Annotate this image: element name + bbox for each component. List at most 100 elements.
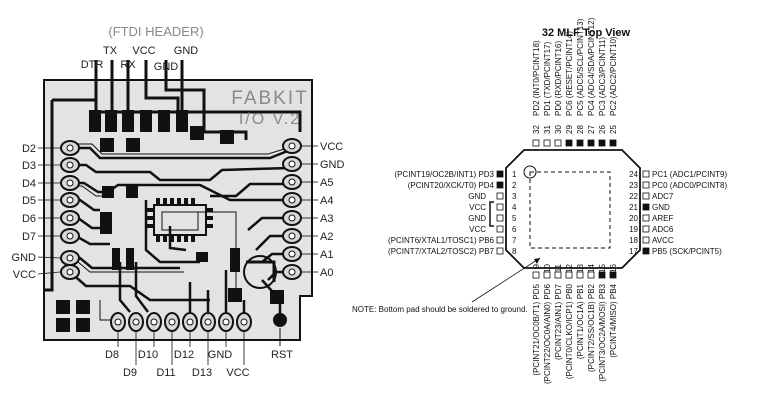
pad-hole	[288, 142, 296, 150]
chip-pin-pad	[642, 203, 650, 211]
pad-hole	[288, 232, 296, 240]
chip-pin-name: PC2 (ADC2/PCINT10)	[609, 36, 618, 116]
chip-pin-name: PC4 (ADC4/SDA/PCINT12)	[587, 17, 596, 116]
chip-pin-name: (PCINT3/OC2A/MOSI) PB3	[598, 283, 607, 381]
chip-pin-name: PD1 (TXD/PCINT17)	[543, 41, 552, 116]
bottom-pin-label: D9	[123, 367, 137, 379]
ftdi-label: TX	[103, 45, 118, 57]
bottom-pin-label: GND	[208, 349, 233, 361]
chip-pin-number: 10	[543, 263, 552, 272]
bottom-pin-label: D13	[192, 367, 212, 379]
chip-pin-pad	[587, 139, 595, 147]
chip-pin-pad	[565, 271, 573, 279]
chip-pin-number: 13	[576, 263, 585, 272]
chip-pin-name: AVCC	[652, 236, 674, 245]
chip-pin-number: 32	[532, 125, 541, 134]
chip-pin-number: 9	[532, 263, 541, 268]
chip-pin-pad	[496, 203, 504, 211]
chip-pin-pad	[543, 139, 551, 147]
pad-hole	[240, 318, 248, 326]
chip-pin-pad	[543, 271, 551, 279]
bottom-pin-label: D11	[156, 367, 175, 379]
right-header-pads	[282, 138, 302, 280]
pad-hole	[288, 214, 296, 222]
ftdi-label: GND	[154, 61, 179, 73]
chip-pin-number: 1	[512, 170, 517, 179]
chip-title: 32 MLF Top View	[542, 27, 631, 39]
left-pin-label: D5	[22, 195, 36, 207]
chip-pin-name: GND	[652, 203, 670, 212]
chip-pin-number: 29	[565, 125, 574, 134]
chip-pin-name: (PCINT20/XCK/T0) PD4	[408, 181, 495, 190]
left-pin-label: VCC	[13, 269, 36, 281]
chip-pin-number: 31	[543, 125, 552, 134]
chip-pin-name: (PCINT7/XTAL2/TOSC2) PB7	[388, 247, 495, 256]
chip-pin-name: GND	[468, 214, 486, 223]
chip-package	[505, 149, 641, 269]
right-pin-label: VCC	[320, 141, 343, 153]
vcc-gnd-bracket	[489, 201, 494, 227]
chip-pin-pad	[598, 139, 606, 147]
label-leader	[37, 256, 61, 259]
left-pin-label: D6	[22, 213, 36, 225]
chip-pin-name: PC6 (RESET/PCINT14)	[565, 31, 574, 116]
chip-pin-name: ADC7	[652, 192, 674, 201]
chip-pin-pad	[496, 181, 504, 189]
label-leader	[37, 271, 61, 275]
board-title-line2: I/O V.2	[239, 111, 301, 128]
pad-hole	[288, 268, 296, 276]
chip-pin-pad	[642, 247, 650, 255]
chip-pin-number: 21	[629, 203, 638, 212]
pad-hole	[66, 254, 74, 262]
right-pin-label: A5	[320, 177, 333, 189]
pad-hole	[168, 318, 176, 326]
chip-pin-number: 27	[587, 125, 596, 134]
chip-pin-name: PC5 (ADC5/SCL/PCINT13)	[576, 18, 585, 116]
chip-pin-number: 5	[512, 214, 517, 223]
chip-pin-number: 25	[609, 125, 618, 134]
chip-pin-number: 8	[512, 247, 517, 256]
reset-button-pad	[273, 313, 287, 327]
chip-pin-number: 14	[587, 263, 596, 272]
chip-pin-name: (PCINT21/OC0B/T1) PD5	[532, 283, 541, 375]
chip-pin-pad	[642, 170, 650, 178]
chip-pin-pad	[554, 139, 562, 147]
chip-pin-number: 24	[629, 170, 638, 179]
left-pin-label: GND	[12, 252, 37, 264]
chip-pin-name: (PCINT4/MISO) PB4	[609, 283, 618, 357]
chip-pin-pad	[576, 271, 584, 279]
chip-pin-pad	[496, 192, 504, 200]
right-pin-label: GND	[320, 159, 345, 171]
pcb-components	[56, 186, 284, 332]
pad-hole	[66, 232, 74, 240]
chip-pin-pad	[532, 271, 540, 279]
chip-pin-number: 3	[512, 192, 517, 201]
chip-pin-name: (PCINT0/CLKO/ICP1) PB0	[565, 283, 574, 379]
pad-hole	[288, 160, 296, 168]
chip-pin-number: 30	[554, 125, 563, 134]
chip-pin-name: VCC	[469, 225, 486, 234]
pad-hole	[186, 318, 194, 326]
chip-pin-name: GND	[468, 192, 486, 201]
pad-hole	[66, 268, 74, 276]
chip-pin-number: 11	[554, 263, 563, 272]
chip-pin-number: 26	[598, 125, 607, 134]
chip-pin-number: 4	[512, 203, 517, 212]
left-pin-label: D3	[22, 160, 36, 172]
chip-pin-pad	[587, 271, 595, 279]
chip-pin-pad	[576, 139, 584, 147]
note-arrow	[534, 258, 540, 264]
chip-pin-pad	[565, 139, 573, 147]
left-pin-label: D7	[22, 231, 36, 243]
right-pin-label: A1	[320, 249, 333, 261]
left-header-pads	[60, 140, 80, 280]
left-pin-label: D4	[22, 178, 36, 190]
chip-pin-name: (PCINT19/OC2B/INT1) PD3	[394, 170, 494, 179]
ftdi-label: DTR	[81, 59, 104, 71]
chip-pin-name: PD2 (INT0/PCINT18)	[532, 40, 541, 116]
note-leader	[471, 257, 541, 303]
